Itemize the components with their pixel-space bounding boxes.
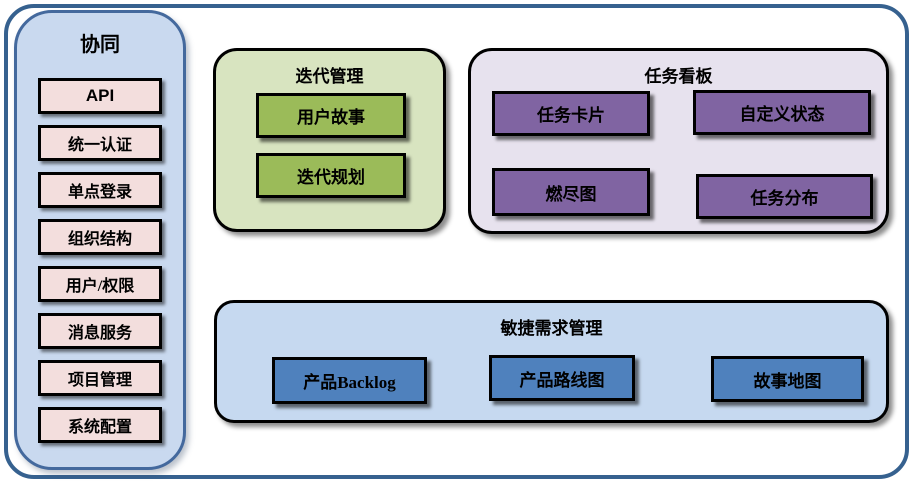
sidebar-item-message-service: 消息服务: [38, 313, 162, 349]
sidebar-item-system-config: 系统配置: [38, 407, 162, 443]
card-iteration-planning: 迭代规划: [256, 153, 406, 198]
agile-requirements-panel: 敏捷需求管理 产品Backlog 产品路线图 故事地图: [214, 300, 889, 423]
card-product-backlog: 产品Backlog: [272, 357, 427, 404]
sidebar-item-single-sign-on: 单点登录: [38, 172, 162, 208]
sidebar-item-project-management: 项目管理: [38, 360, 162, 396]
card-custom-status: 自定义状态: [693, 90, 871, 135]
sidebar-item-api: API: [38, 78, 162, 114]
card-task-distribution: 任务分布: [696, 174, 873, 219]
sidebar-title: 协同: [80, 34, 120, 56]
sidebar-item-unified-auth: 统一认证: [38, 125, 162, 161]
collaboration-sidebar: 协同 API 统一认证 单点登录 组织结构 用户/权限 消息服务 项目管理 系统…: [14, 10, 186, 470]
card-product-roadmap: 产品路线图: [489, 355, 635, 401]
agile-requirements-panel-title: 敏捷需求管理: [500, 319, 603, 338]
task-board-panel-title: 任务看板: [644, 67, 713, 86]
sidebar-item-org-structure: 组织结构: [38, 219, 162, 255]
sidebar-item-list: API 统一认证 单点登录 组织结构 用户/权限 消息服务 项目管理 系统配置: [17, 78, 183, 443]
sidebar-item-user-permission: 用户/权限: [38, 266, 162, 302]
iteration-panel-title: 迭代管理: [295, 67, 364, 86]
task-board-panel: 任务看板 任务卡片 自定义状态 燃尽图 任务分布: [468, 48, 889, 234]
card-burndown-chart: 燃尽图: [492, 168, 650, 216]
card-task-card: 任务卡片: [492, 91, 650, 136]
card-story-map: 故事地图: [711, 356, 864, 402]
iteration-management-panel: 迭代管理 用户故事 迭代规划: [213, 48, 446, 232]
card-user-story: 用户故事: [256, 93, 406, 138]
